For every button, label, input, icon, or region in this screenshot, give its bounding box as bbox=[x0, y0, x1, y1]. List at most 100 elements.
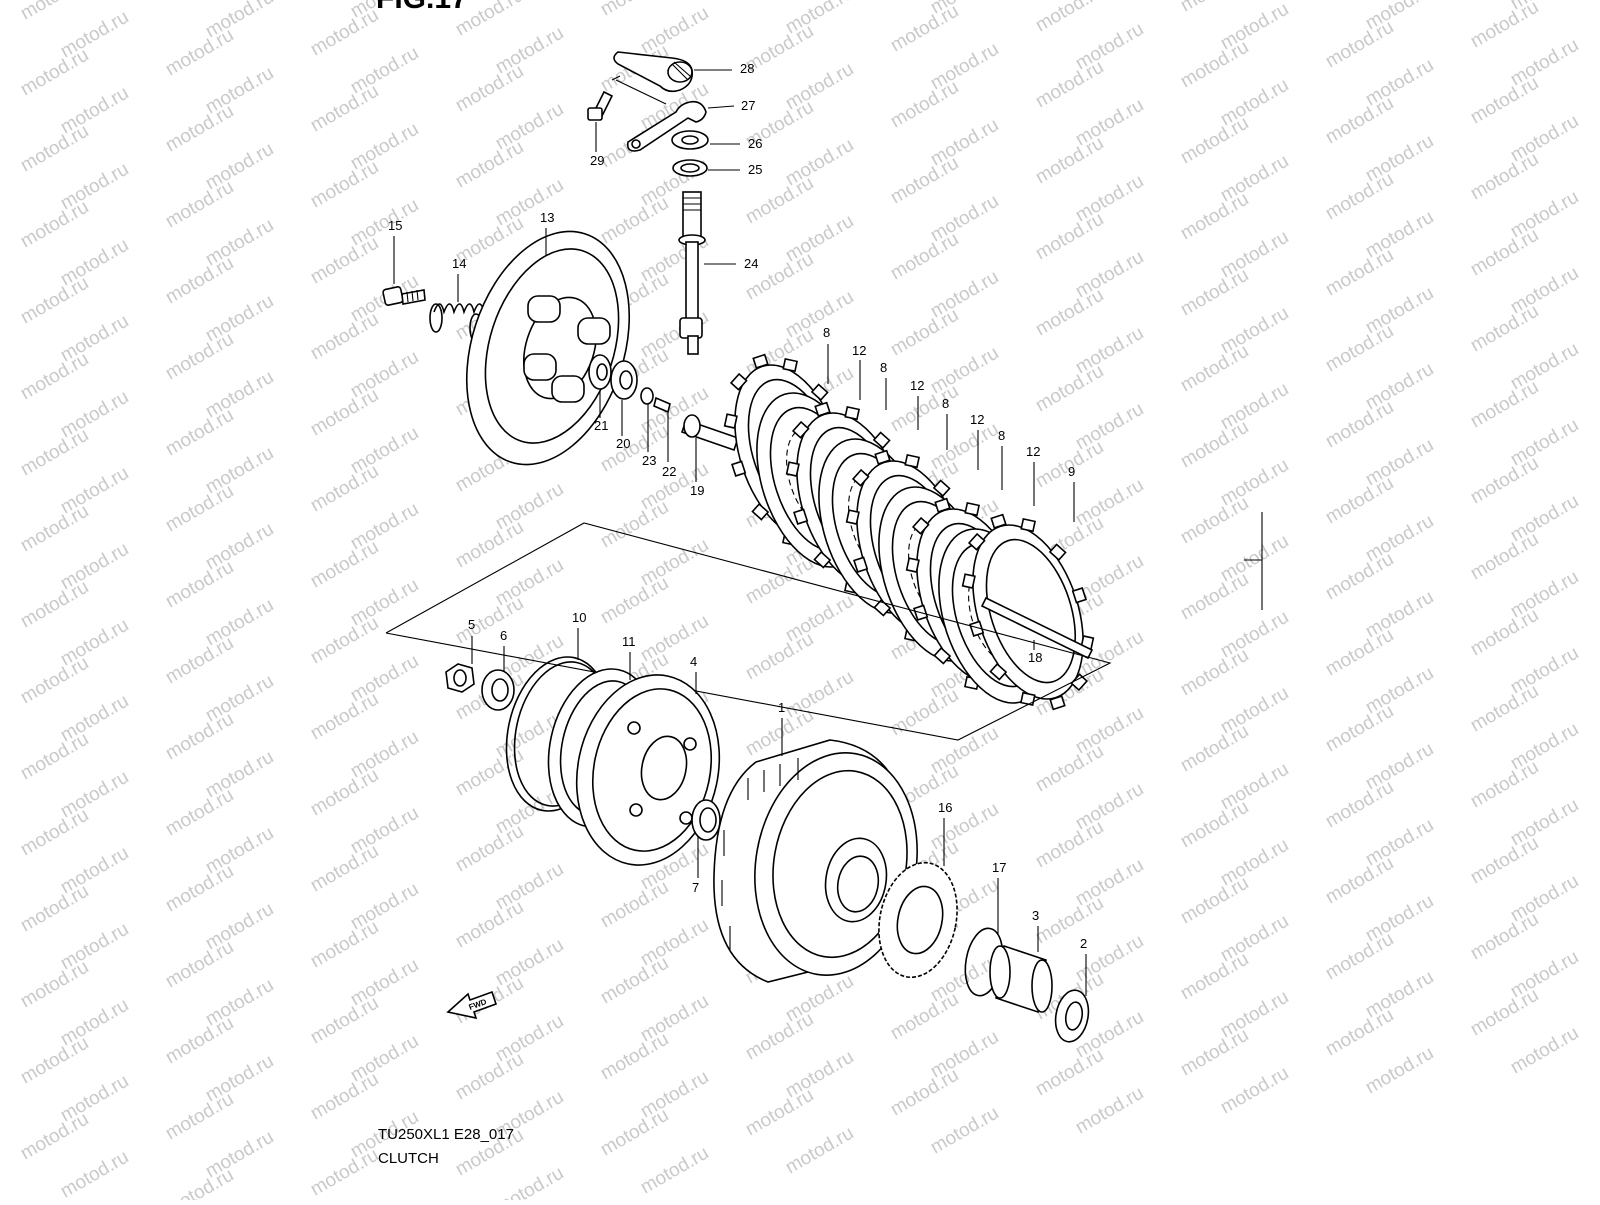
model-code: TU250XL1 E28_017 bbox=[378, 1126, 514, 1143]
part-3-spacer bbox=[990, 946, 1052, 1012]
watermark-text: motod.ru bbox=[452, 137, 527, 193]
watermark-text: motod.ru bbox=[307, 157, 382, 213]
watermark-text: motod.ru bbox=[1177, 265, 1252, 321]
watermark-text: motod.ru bbox=[162, 937, 237, 993]
watermark-text: motod.ru bbox=[1032, 209, 1107, 265]
watermark-text: motod.ru bbox=[17, 197, 92, 253]
watermark-text: motod.ru bbox=[597, 877, 672, 933]
watermark-text: motod.ru bbox=[1072, 1083, 1147, 1139]
callout-label: 2 bbox=[1080, 936, 1087, 951]
watermark-text: motod.ru bbox=[17, 805, 92, 861]
callout-label: 8 bbox=[942, 396, 949, 411]
watermark-text: motod.ru bbox=[1032, 57, 1107, 113]
watermark-text: motod.ru bbox=[927, 1103, 1002, 1159]
watermark-text: motod.ru bbox=[17, 881, 92, 937]
callout-label: 16 bbox=[938, 800, 952, 815]
watermark-text: motod.ru bbox=[452, 1049, 527, 1105]
watermark-text: motod.ru bbox=[1032, 285, 1107, 341]
callout-label: 27 bbox=[741, 98, 755, 113]
watermark-text: motod.ru bbox=[1177, 341, 1252, 397]
watermark-text: motod.ru bbox=[887, 77, 962, 133]
watermark-text: motod.ru bbox=[637, 1143, 712, 1199]
watermark-text: motod.ru bbox=[1467, 529, 1542, 585]
watermark-text: motod.ru bbox=[887, 685, 962, 741]
watermark-text: motod.ru bbox=[307, 309, 382, 365]
watermark-text: motod.ru bbox=[1467, 149, 1542, 205]
watermark-text: motod.ru bbox=[452, 821, 527, 877]
watermark-text: motod.ru bbox=[17, 273, 92, 329]
watermark-text: motod.ru bbox=[887, 1065, 962, 1121]
callout-label: 22 bbox=[662, 464, 676, 479]
callout-label: 3 bbox=[1032, 908, 1039, 923]
watermark-text: motod.ru bbox=[162, 253, 237, 309]
watermark-text: motod.ru bbox=[307, 993, 382, 1049]
watermark-text: motod.ru bbox=[1177, 417, 1252, 473]
callout-leader bbox=[708, 106, 734, 108]
callout-label: 13 bbox=[540, 210, 554, 225]
watermark-text: motod.ru bbox=[887, 1, 962, 57]
watermark-text: motod.ru bbox=[17, 1109, 92, 1165]
watermark-text: motod.ru bbox=[1467, 453, 1542, 509]
watermark-text: motod.ru bbox=[887, 305, 962, 361]
watermark-text: motod.ru bbox=[1467, 681, 1542, 737]
watermark-text: motod.ru bbox=[1177, 569, 1252, 625]
part-24-release-shaft bbox=[679, 192, 705, 354]
watermark-text: motod.ru bbox=[1322, 777, 1397, 833]
callout-label: 8 bbox=[998, 428, 1005, 443]
callout-label: 12 bbox=[970, 412, 984, 427]
watermark-text: motod.ru bbox=[307, 461, 382, 517]
part-25-oil-seal bbox=[673, 160, 707, 176]
watermark-text: motod.ru bbox=[1322, 549, 1397, 605]
watermark-text: motod.ru bbox=[887, 989, 962, 1045]
watermark-text: motod.ru bbox=[307, 841, 382, 897]
watermark-text: motod.ru bbox=[162, 481, 237, 537]
watermark-text: motod.ru bbox=[17, 729, 92, 785]
callout-label: 29 bbox=[590, 153, 604, 168]
watermark-text: motod.ru bbox=[17, 45, 92, 101]
fwd-arrow-icon: FWD bbox=[448, 992, 496, 1018]
watermark-text: motod.ru bbox=[1177, 1025, 1252, 1081]
callout-label: 15 bbox=[388, 218, 402, 233]
watermark-text: motod.ru bbox=[17, 121, 92, 177]
part-5-nut bbox=[446, 664, 474, 692]
watermark-text: motod.ru bbox=[597, 1105, 672, 1161]
watermark-text: motod.ru bbox=[162, 1165, 237, 1200]
watermark-text: motod.ru bbox=[1177, 645, 1252, 701]
watermark-text: motod.ru bbox=[742, 1009, 817, 1065]
callout-label: 7 bbox=[692, 880, 699, 895]
watermark-text: motod.ru bbox=[1322, 625, 1397, 681]
watermark-text: motod.ru bbox=[17, 501, 92, 557]
watermark-text: motod.ru bbox=[17, 653, 92, 709]
watermark-text: motod.ru bbox=[162, 25, 237, 81]
watermark-text: motod.ru bbox=[307, 537, 382, 593]
watermark-text: motod.ru bbox=[17, 577, 92, 633]
watermark-text: motod.ru bbox=[1322, 929, 1397, 985]
watermark-text: motod.ru bbox=[162, 557, 237, 613]
figure-title: FIG.17 bbox=[376, 0, 468, 16]
figure-name: CLUTCH bbox=[378, 1150, 439, 1167]
watermark-text: motod.ru bbox=[1322, 321, 1397, 377]
part-20-bearing bbox=[611, 361, 637, 399]
watermark-text: motod.ru bbox=[1322, 17, 1397, 73]
watermark-text: motod.ru bbox=[1177, 37, 1252, 93]
watermark-text: motod.ru bbox=[17, 0, 92, 24]
watermark-text: motod.ru bbox=[1032, 817, 1107, 873]
watermark-text: motod.ru bbox=[1032, 1045, 1107, 1101]
callout-label: 28 bbox=[740, 61, 754, 76]
callout-label: 12 bbox=[852, 343, 866, 358]
watermark-text: motod.ru bbox=[1177, 189, 1252, 245]
watermark-text: motod.ru bbox=[1032, 893, 1107, 949]
watermark-text: motod.ru bbox=[1322, 853, 1397, 909]
callout-label: 6 bbox=[500, 628, 507, 643]
watermark-text: motod.ru bbox=[1177, 493, 1252, 549]
watermark-text: motod.ru bbox=[162, 1089, 237, 1145]
watermark-text: motod.ru bbox=[1467, 377, 1542, 433]
watermark-text: motod.ru bbox=[452, 517, 527, 573]
watermark-text: motod.ru bbox=[162, 785, 237, 841]
watermark-text: motod.ru bbox=[742, 629, 817, 685]
watermark-text: motod.ru bbox=[452, 61, 527, 117]
watermark-text: motod.ru bbox=[307, 1145, 382, 1200]
watermark-text: motod.ru bbox=[1032, 741, 1107, 797]
watermark-text: motod.ru bbox=[1177, 949, 1252, 1005]
